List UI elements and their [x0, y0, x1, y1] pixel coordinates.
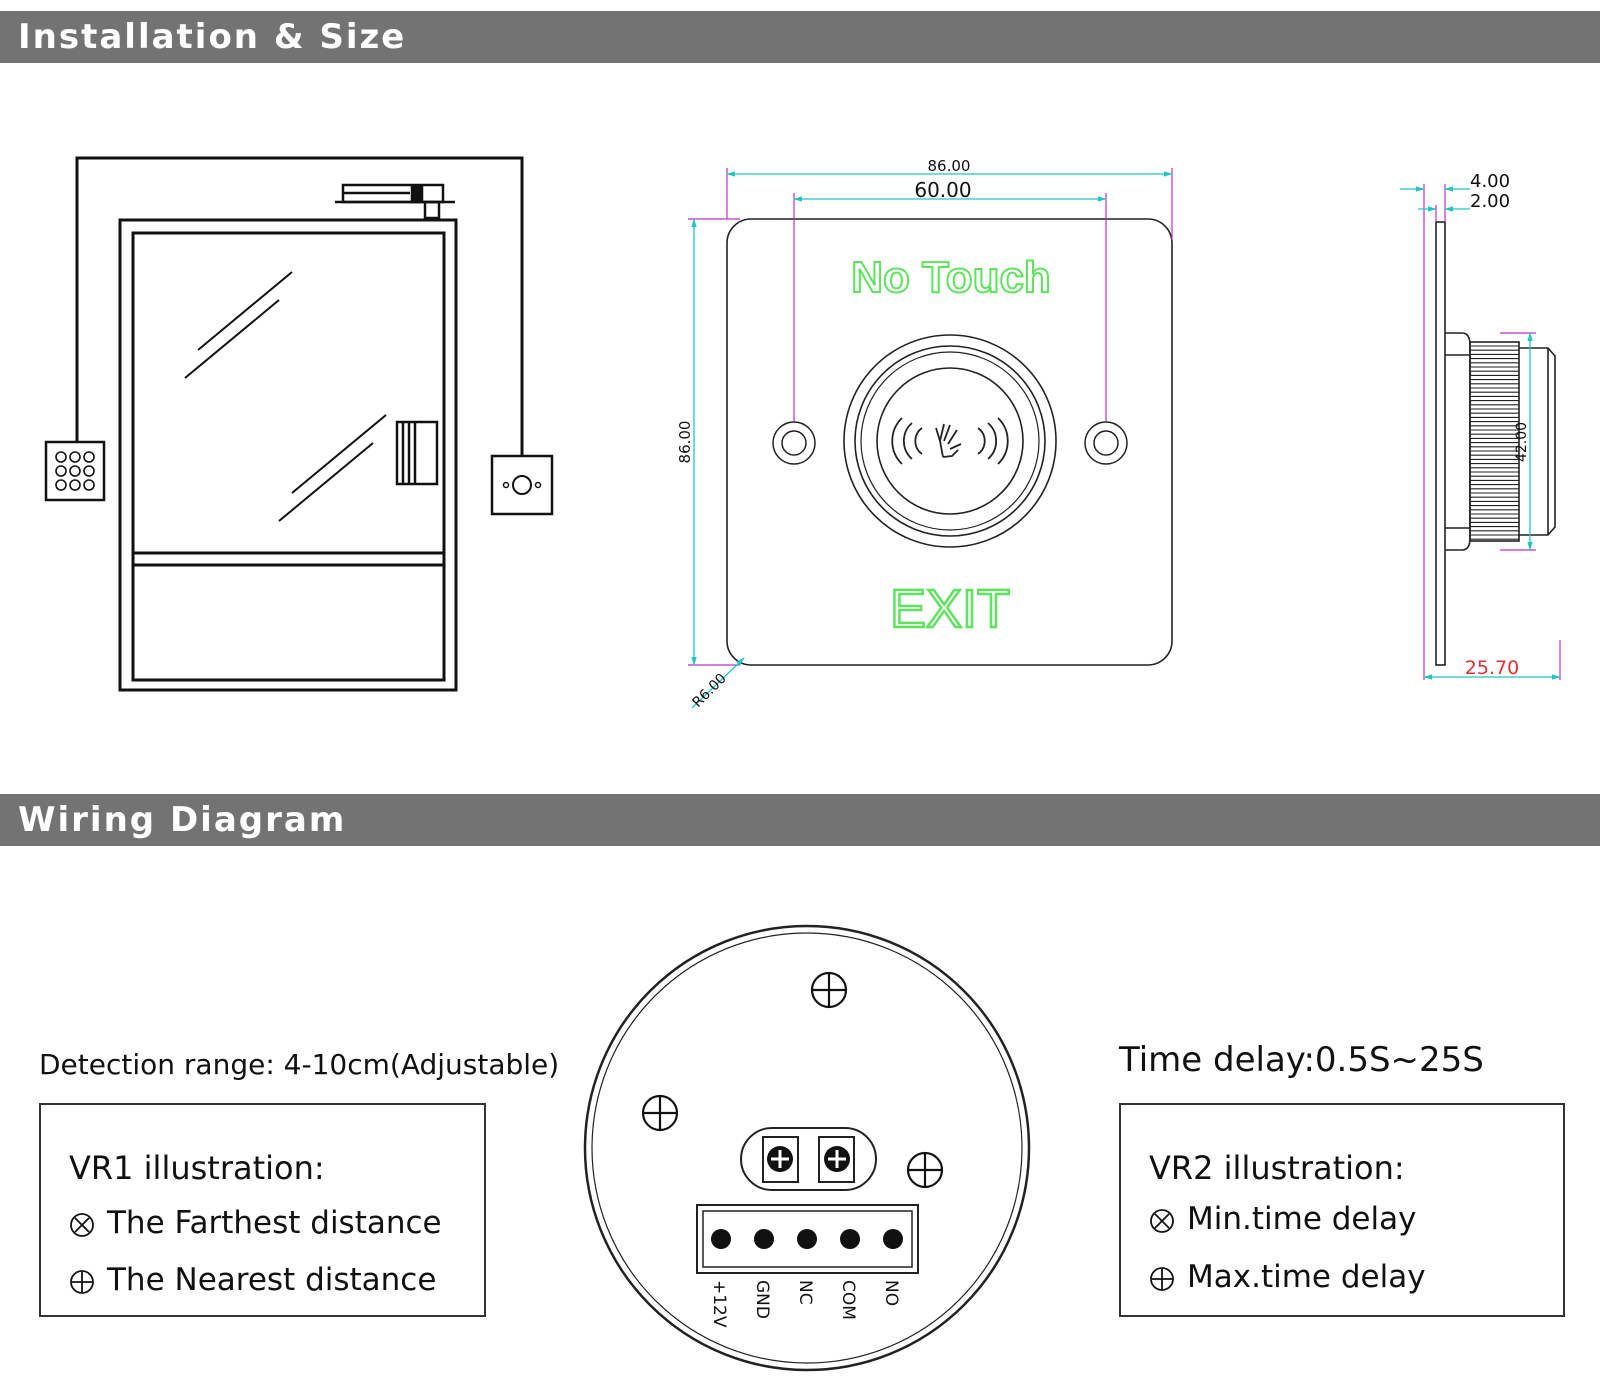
label-exit: EXIT	[890, 579, 1010, 639]
terminal-label-com: COM	[838, 1280, 858, 1320]
dim-2mm: 2.00	[1470, 191, 1510, 212]
vr1-illustration-box: VR1 illustration: The Farthest distance …	[39, 1103, 486, 1317]
screw-icon	[810, 971, 848, 1009]
circle-x-icon	[70, 1212, 94, 1237]
mounting-hole-left	[772, 421, 816, 465]
circuit-board-drawing: +12V GND NC COM NO	[583, 924, 1031, 1372]
section-header-wiring: Wiring Diagram	[0, 794, 1600, 846]
front-view-drawing: 86.00 60.00 86.00 R6.00 No Touch EXIT	[676, 157, 1173, 711]
dim-height: 86.00	[676, 421, 694, 464]
vr2-item-min: Min.time delay	[1149, 1201, 1416, 1237]
label-no-touch: No Touch	[851, 253, 1051, 302]
dim-diameter: 42.00	[1514, 422, 1530, 462]
vr2-title: VR2 illustration:	[1149, 1149, 1405, 1187]
circle-x-icon	[1150, 1208, 1174, 1233]
vr1-item-farthest: The Farthest distance	[69, 1205, 442, 1241]
side-view-drawing: 4.00 2.00 42.00 25.70	[1400, 171, 1561, 680]
installation-illustration	[44, 156, 554, 692]
circle-plus-icon	[70, 1269, 94, 1294]
terminal-label-nc: NC	[795, 1280, 815, 1305]
dim-4mm: 4.00	[1470, 171, 1510, 192]
terminal-label-12v: +12V	[709, 1280, 729, 1328]
screw-icon	[906, 1151, 944, 1189]
terminal-block	[696, 1204, 919, 1274]
circle-plus-icon	[1150, 1266, 1174, 1291]
detection-range-text: Detection range: 4-10cm(Adjustable)	[39, 1048, 560, 1081]
magnetic-lock-icon	[395, 420, 439, 486]
terminal-label-gnd: GND	[752, 1280, 772, 1319]
screw-icon	[641, 1094, 679, 1132]
terminal-screw-12v	[711, 1229, 731, 1249]
door-closer-icon	[335, 183, 455, 220]
potentiometer-housing	[740, 1127, 877, 1191]
section-header-installation: Installation & Size	[0, 11, 1600, 63]
terminal-screw-no	[883, 1229, 903, 1249]
dim-depth: 25.70	[1465, 657, 1519, 679]
mounting-hole-right	[1084, 421, 1128, 465]
time-delay-text: Time delay:0.5S~25S	[1119, 1040, 1484, 1080]
vr2-illustration-box: VR2 illustration: Min.time delay Max.tim…	[1119, 1103, 1565, 1317]
terminal-label-no: NO	[881, 1280, 901, 1306]
vr1-item-nearest: The Nearest distance	[69, 1262, 436, 1298]
keypad-icon	[44, 440, 106, 502]
dim-hole-spacing: 60.00	[914, 178, 971, 202]
exit-button-icon	[490, 454, 554, 516]
vr1-title: VR1 illustration:	[69, 1149, 325, 1187]
touchless-hand-icon	[891, 417, 1009, 465]
dim-width-outer: 86.00	[928, 157, 971, 175]
vr2-knob-icon[interactable]	[824, 1146, 850, 1172]
terminal-screw-gnd	[754, 1229, 774, 1249]
vr1-knob-icon[interactable]	[767, 1146, 793, 1172]
terminal-screw-com	[840, 1229, 860, 1249]
terminal-screw-nc	[797, 1229, 817, 1249]
dim-radius: R6.00	[690, 671, 730, 711]
vr2-item-max: Max.time delay	[1149, 1259, 1426, 1295]
